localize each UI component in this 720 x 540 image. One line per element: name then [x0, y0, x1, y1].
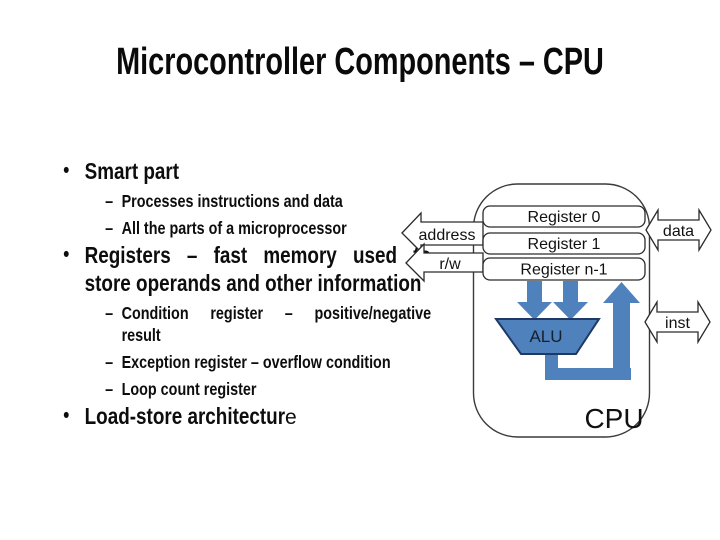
list-item: – Exception register – overflow conditio…	[60, 351, 431, 373]
bullet-text: result	[121, 325, 161, 345]
down-arrow-head	[517, 302, 552, 320]
list-item: – Condition register – positive/negative…	[60, 302, 431, 346]
dash-icon: –	[105, 379, 114, 399]
cpu-label: CPU	[584, 403, 643, 434]
dash-icon: –	[105, 218, 114, 238]
inst-bus-arrow	[644, 299, 711, 345]
down-arrow-shaft	[527, 281, 542, 303]
dash-icon: –	[105, 303, 114, 323]
bullet-text: Smart part	[84, 158, 180, 184]
bullet-text-suffix: e	[285, 406, 297, 429]
bullet-text: All the parts of a microprocessor	[121, 218, 347, 238]
alu-label: ALU	[529, 327, 562, 346]
register1-label: Register 1	[528, 236, 601, 253]
register-n1-box	[482, 257, 646, 281]
bullet-text: Exception register – overflow condition	[121, 352, 391, 372]
dash-icon: –	[105, 191, 114, 211]
list-item: • Smart part	[60, 157, 431, 185]
bullet-list: • Smart part – Processes instructions an…	[60, 157, 431, 432]
alu-trapezoid	[494, 318, 601, 355]
bullet-text: Registers – fast memory used to	[84, 242, 432, 268]
list-item: – Processes instructions and data	[60, 190, 431, 212]
bullet-text: Processes instructions and data	[121, 191, 343, 211]
dash-icon: –	[105, 352, 114, 372]
register0-label: Register 0	[528, 209, 601, 226]
register1-box	[482, 232, 646, 255]
inst-bus-label: inst	[665, 315, 690, 332]
list-item: • Load-store architecture	[60, 402, 431, 432]
register0-box	[482, 205, 646, 228]
slide-title: Microcontroller Components – CPU	[116, 41, 604, 83]
down-arrow-shaft	[563, 281, 578, 303]
bullet-icon: •	[63, 404, 70, 427]
up-arrow-shaft	[613, 303, 630, 380]
bullet-text: store operands and other information	[84, 270, 422, 296]
bullet-text-main: Load-store architectur	[84, 403, 286, 429]
bullet-text: Loop count register	[121, 379, 257, 399]
bullet-icon: •	[63, 159, 70, 182]
list-item: • Registers – fast memory used to store …	[60, 241, 431, 297]
feedback-pipe-horizontal	[545, 368, 631, 380]
rw-bus-label: r/w	[439, 256, 461, 273]
down-arrow-head	[553, 302, 588, 320]
address-bus-label: address	[419, 227, 476, 244]
up-arrow-head	[603, 282, 640, 303]
bullet-icon: •	[63, 243, 70, 266]
bullet-text: Condition register – positive/negative	[121, 303, 432, 323]
list-item: – Loop count register	[60, 378, 431, 400]
bullet-text: Load-store architecture	[85, 402, 431, 432]
list-item: – All the parts of a microprocessor	[60, 217, 431, 239]
register-n1-label: Register n-1	[520, 262, 607, 279]
data-bus-label: data	[663, 223, 694, 240]
data-bus-arrow	[645, 207, 712, 253]
